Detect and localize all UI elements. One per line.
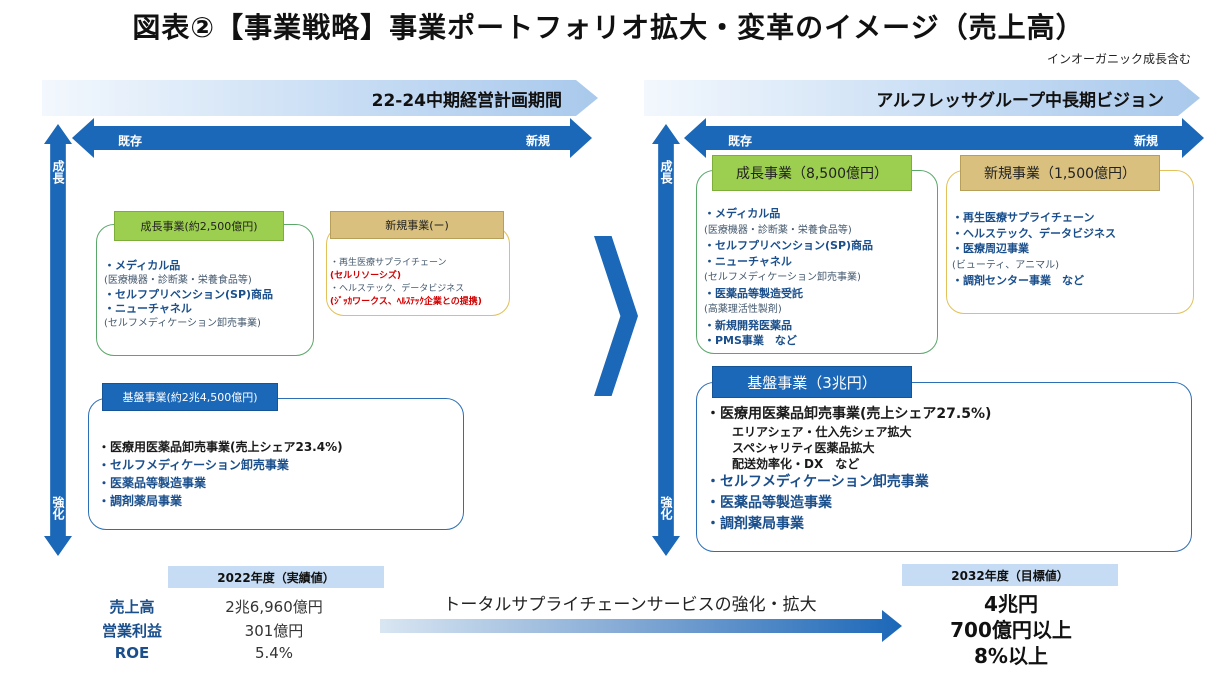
right-axis-existing-label: 既存 (728, 134, 753, 148)
left-axis-new-label: 新規 (526, 134, 551, 148)
left-base-business-box (88, 398, 464, 530)
right-axis-new-label: 新規 (1134, 134, 1159, 148)
list-item: ・ヘルステック、データビジネス (330, 284, 465, 294)
kpi-label-operating-profit: 営業利益 (101, 622, 162, 640)
right-horizontal-axis-arrow (684, 118, 1204, 158)
transition-chevron-icon (594, 236, 638, 396)
right-new-business-box (946, 170, 1194, 314)
kpi-value-operating-profit: 301億円 (244, 622, 304, 640)
list-item: ・メディカル品 (704, 207, 781, 220)
list-item: ・医薬品等製造受託 (704, 286, 803, 300)
left-period-banner: 22-24中期経営計画期間 (42, 80, 598, 116)
list-item: ・医薬品等製造事業 (98, 476, 207, 490)
list-item: ・ニューチャネル (104, 302, 192, 315)
right-new-business-list: ・再生医療サプライチェーン ・ヘルステック、データビジネス ・医療周辺事業 (ビ… (952, 210, 1190, 289)
right-axis-strengthen-label: 強化 (659, 496, 673, 520)
list-item: ・セルフプリベンション(SP)商品 (704, 239, 874, 252)
list-item: ・セルフプリベンション(SP)商品 (104, 288, 274, 301)
list-item: ・新規開発医薬品 (704, 318, 792, 332)
left-growth-business-box (96, 224, 314, 356)
right-base-business-list: ・医療用医薬品卸売事業(売上シェア27.5%) エリアシェア・仕入先シェア拡大 … (706, 404, 1190, 535)
right-vertical-axis-arrow (652, 124, 680, 556)
right-vision-banner-label: アルフレッサグループ中長期ビジョン (876, 90, 1164, 111)
kpi-label-roe: ROE (114, 644, 150, 662)
right-growth-business-tag: 成長事業（8,500億円） (712, 155, 912, 191)
page-note: インオーガニック成長含む (1046, 52, 1191, 66)
transition-label: トータルサプライチェーンサービスの強化・拡大 (443, 595, 817, 615)
left-period-banner-label: 22-24中期経営計画期間 (371, 90, 562, 111)
kpi-value-roe: 5.4% (254, 644, 294, 662)
left-axis-growth-label: 成長 (51, 160, 65, 184)
kpi-label-sales: 売上高 (109, 598, 155, 616)
list-item: ・セルフメディケーション卸売事業 (98, 458, 289, 472)
target-value-roe: 8%以上 (974, 644, 1048, 668)
targets-year-bar: 2032年度（目標値） (902, 564, 1118, 586)
right-base-business-box (696, 382, 1192, 552)
list-item: (ビューティ、アニマル) (952, 259, 1060, 271)
right-axis-growth-label: 成長 (659, 160, 673, 184)
left-base-business-tag: 基盤事業(約2兆4,500億円) (102, 383, 278, 411)
list-item: (医療機器・診断薬・栄養食品等) (704, 224, 852, 236)
list-item: ・ニューチャネル (704, 254, 792, 268)
list-item: (高薬理活性製剤) (704, 304, 782, 315)
page-title: 図表②【事業戦略】事業ポートフォリオ拡大・変革のイメージ（売上高） (132, 11, 1085, 44)
left-base-business-list: ・医療用医薬品卸売事業(売上シェア23.4%) ・セルフメディケーション卸売事業… (98, 438, 464, 510)
list-item: (セルフメディケーション卸売事業) (104, 318, 261, 329)
left-new-business-tag: 新規事業(ー) (330, 211, 504, 239)
target-value-operating-profit: 700億円以上 (950, 618, 1072, 642)
list-item: ・セルフメディケーション卸売事業 (706, 474, 929, 490)
list-item: スペシャリティ医薬品拡大 (732, 441, 875, 455)
list-item: (セルフメディケーション卸売事業) (704, 272, 861, 283)
list-item: ・再生医療サプライチェーン (330, 258, 447, 268)
left-growth-business-list: ・メディカル品 (医療機器・診断薬・栄養食品等) ・セルフプリベンション(SP)… (104, 259, 312, 331)
left-axis-existing-label: 既存 (118, 134, 143, 148)
list-item: ・PMS事業 など (704, 334, 797, 347)
list-item: ・調剤薬局事業 (706, 516, 804, 532)
left-horizontal-axis-arrow (72, 118, 592, 158)
left-new-business-box (326, 226, 510, 316)
left-axis-strengthen-label: 強化 (51, 496, 65, 520)
list-item: (医療機器・診断薬・栄養食品等) (104, 275, 252, 286)
list-item: (セルリソーシズ) (330, 271, 402, 281)
list-item: ・医療用医薬品卸売事業(売上シェア27.5%) (706, 406, 992, 422)
right-growth-business-box (696, 170, 938, 354)
list-item: 配送効率化・DX など (732, 457, 860, 471)
list-item: ・調剤薬局事業 (98, 494, 183, 508)
results-year-bar: 2022年度（実績値） (168, 566, 384, 588)
right-vision-banner: アルフレッサグループ中長期ビジョン (644, 80, 1200, 116)
list-item: ・ヘルステック、データビジネス (952, 226, 1117, 240)
left-growth-business-tag: 成長事業(約2,500億円) (114, 211, 284, 241)
target-value-sales: 4兆円 (984, 592, 1038, 616)
list-item: (ｼﾞｯｶワークス、ﾍﾙｽﾃｯｸ企業との提携) (330, 297, 482, 307)
right-base-business-tag: 基盤事業（3兆円） (712, 366, 912, 398)
left-new-business-list: ・再生医療サプライチェーン (セルリソーシズ) ・ヘルステック、データビジネス … (330, 256, 508, 308)
right-new-business-tag: 新規事業（1,500億円） (960, 155, 1160, 191)
list-item: ・医薬品等製造事業 (706, 495, 832, 511)
list-item: ・調剤センター事業 など (952, 274, 1084, 287)
list-item: エリアシェア・仕入先シェア拡大 (732, 425, 912, 439)
left-vertical-axis-arrow (44, 124, 72, 556)
right-growth-business-list: ・メディカル品 (医療機器・診断薬・栄養食品等) ・セルフプリベンション(SP)… (704, 206, 934, 349)
kpi-value-sales: 2兆6,960億円 (225, 598, 323, 616)
list-item: ・再生医療サプライチェーン (952, 211, 1095, 224)
list-item: ・医療用医薬品卸売事業(売上シェア23.4%) (98, 440, 343, 454)
list-item: ・医療周辺事業 (952, 242, 1029, 255)
list-item: ・メディカル品 (104, 259, 181, 272)
